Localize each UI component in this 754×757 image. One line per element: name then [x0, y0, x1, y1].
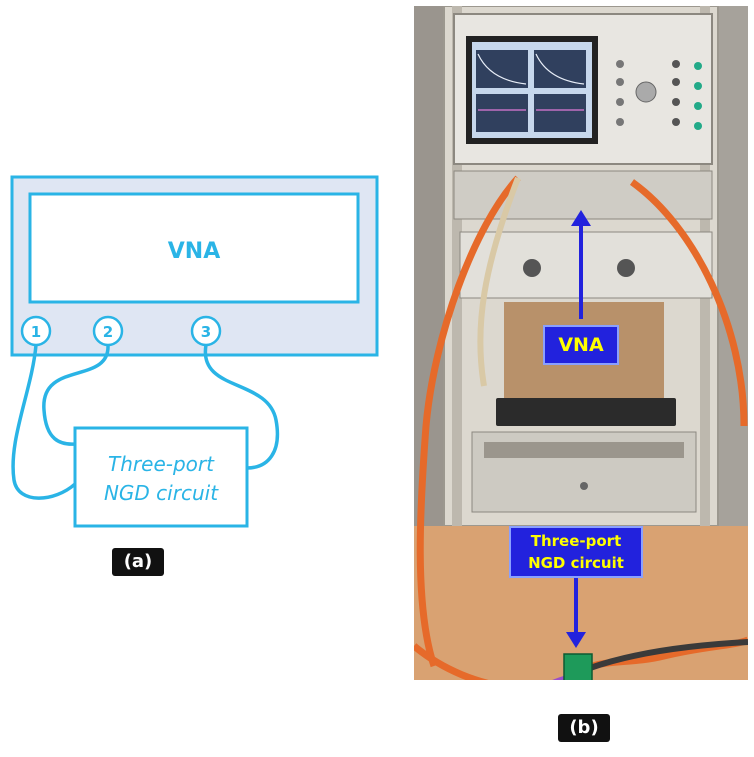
cable-port-3: [203, 344, 280, 470]
ngd-circuit-callout: Three-port NGD circuit: [509, 526, 643, 578]
caption-b: (b): [558, 714, 610, 742]
port-2-label: 2: [103, 323, 113, 341]
cable-port-2: [42, 344, 110, 446]
port-1: 1: [20, 315, 52, 347]
port-1-label: 1: [31, 323, 41, 341]
vna-callout: VNA: [543, 325, 619, 365]
port-3-label: 3: [201, 323, 211, 341]
panel-b-photo: VNA Three-port NGD circuit: [414, 6, 748, 680]
ngd-callout-line1: Three-port: [530, 532, 622, 550]
ngd-circuit-board: [563, 653, 593, 680]
port-3: 3: [190, 315, 222, 347]
cable-port-1: [11, 344, 77, 500]
ngd-circuit-label-line1: Three-port: [108, 452, 215, 476]
panel-a-schematic: VNA 1 2 3 Three-port NGD circuit (a): [10, 175, 379, 576]
ngd-callout-line2: NGD circuit: [528, 554, 624, 572]
caption-a: (a): [112, 548, 164, 576]
port-2: 2: [92, 315, 124, 347]
schematic-diagram: VNA 1 2 3 Three-port NGD circuit: [10, 175, 379, 528]
vna-label: VNA: [168, 239, 220, 264]
ngd-circuit-label-line2: NGD circuit: [104, 481, 219, 505]
ngd-circuit-box: [73, 426, 249, 528]
vna-instrument: [453, 13, 713, 299]
lab-setup-photo: [414, 6, 748, 680]
vna-screen: [28, 192, 360, 304]
